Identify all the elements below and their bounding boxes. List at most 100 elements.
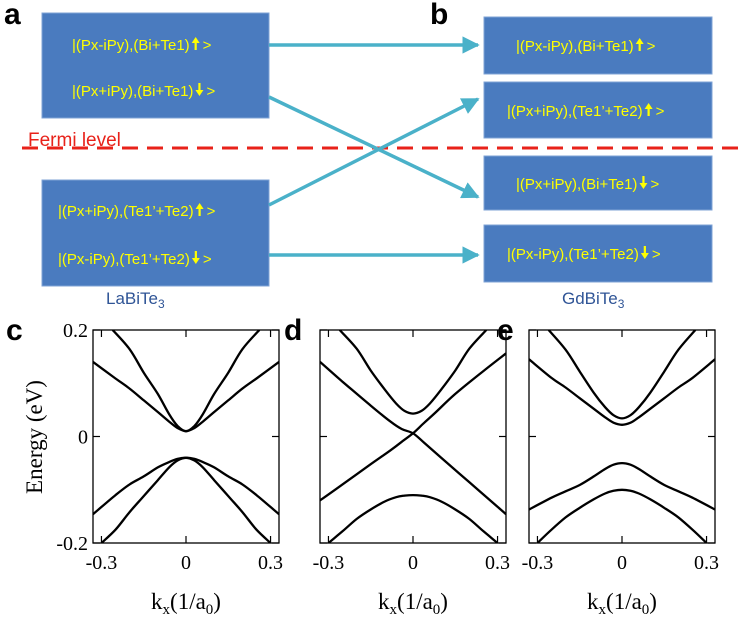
right-state-3: |(Px-iPy),(Te1’+Te2) > bbox=[507, 246, 661, 263]
series-group bbox=[320, 330, 506, 543]
y-tick-label: -0.2 bbox=[56, 533, 88, 555]
spin-up-icon bbox=[635, 38, 644, 51]
x-axis-label-sub: 0 bbox=[206, 602, 214, 618]
spin-down-icon bbox=[640, 246, 649, 259]
state-ket-close: > bbox=[207, 203, 216, 220]
left-state-3: |(Px-iPy),(Te1’+Te2) > bbox=[58, 251, 212, 268]
x-axis-label: kx(1/a0) bbox=[587, 589, 657, 618]
panel-label-b: b bbox=[430, 0, 448, 31]
band-line-2 bbox=[338, 330, 488, 415]
band-line-3 bbox=[327, 493, 499, 543]
band-line-1 bbox=[320, 352, 506, 502]
y-tick-label: 0.2 bbox=[63, 320, 88, 342]
x-axis-label: kx(1/a0) bbox=[151, 589, 221, 618]
x-axis-label-base: k bbox=[151, 589, 163, 614]
band-line-3 bbox=[100, 456, 272, 543]
spin-up-icon bbox=[644, 103, 653, 116]
plot-frame bbox=[319, 329, 507, 544]
x-tick-label: 0 bbox=[181, 552, 191, 574]
x-tick-label: -0.3 bbox=[522, 552, 554, 574]
state-text: |(Px+iPy),(Bi+Te1) bbox=[516, 176, 637, 193]
band-line-0 bbox=[320, 361, 506, 516]
band-line-1 bbox=[547, 330, 697, 420]
x-axis-label-sub: x bbox=[390, 602, 398, 618]
caption-subscript: 3 bbox=[158, 297, 165, 311]
x-axis-label-sub: x bbox=[163, 602, 171, 618]
right-state-0: |(Px-iPy),(Bi+Te1) > bbox=[516, 38, 656, 55]
left-state-1: |(Px+iPy),(Bi+Te1) > bbox=[72, 83, 215, 100]
gbte-box-1 bbox=[483, 16, 713, 75]
y-axis-label: Energy (eV) bbox=[22, 380, 47, 494]
spin-up-icon bbox=[191, 37, 200, 50]
plot-frame bbox=[528, 329, 716, 544]
lbte-upper-box bbox=[41, 12, 270, 119]
state-text: |(Px-iPy),(Bi+Te1) bbox=[72, 37, 190, 54]
right-material-caption: GdBiTe3 bbox=[562, 289, 625, 311]
left-state-2: |(Px+iPy),(Te1’+Te2) > bbox=[58, 203, 216, 220]
spin-down-icon bbox=[639, 176, 648, 189]
band-line-2 bbox=[529, 461, 715, 511]
band-line-3 bbox=[536, 488, 708, 543]
fermi-level-label: Fermi level bbox=[28, 130, 121, 151]
state-text: |(Px+iPy),(Te1’+Te2) bbox=[507, 103, 643, 120]
state-text: |(Px-iPy),(Te1’+Te2) bbox=[507, 246, 639, 263]
left-material-caption: LaBiTe3 bbox=[106, 289, 165, 311]
x-axis-label-end: ) bbox=[440, 589, 448, 614]
band-line-2 bbox=[93, 456, 279, 516]
x-axis-label: kx(1/a0) bbox=[378, 589, 448, 618]
arrow-left1-right2 bbox=[268, 95, 480, 199]
x-axis-label-unit: (1/a bbox=[170, 589, 206, 614]
state-text: |(Px-iPy),(Bi+Te1) bbox=[516, 38, 634, 55]
state-ket-close: > bbox=[650, 176, 659, 193]
x-tick-label: 0 bbox=[408, 552, 418, 574]
panel-label-c: c bbox=[6, 314, 23, 347]
x-axis-label-end: ) bbox=[649, 589, 657, 614]
x-tick-label: 0 bbox=[617, 552, 627, 574]
caption-subscript: 3 bbox=[618, 297, 625, 311]
y-tick-label: 0 bbox=[78, 427, 88, 449]
state-ket-close: > bbox=[203, 37, 212, 54]
spin-up-icon bbox=[195, 203, 204, 216]
state-text: |(Px+iPy),(Bi+Te1) bbox=[72, 83, 193, 100]
arrow-left2-right1 bbox=[268, 97, 480, 207]
right-state-2: |(Px+iPy),(Bi+Te1) > bbox=[516, 176, 659, 193]
caption-base: LaBiTe bbox=[106, 289, 158, 308]
x-axis-label-sub: 0 bbox=[433, 602, 441, 618]
state-ket-close: > bbox=[203, 251, 212, 268]
gbte-box-4 bbox=[483, 224, 713, 283]
x-tick-label: -0.3 bbox=[86, 552, 118, 574]
left-state-0: |(Px-iPy),(Bi+Te1) > bbox=[72, 37, 212, 54]
band-line-0 bbox=[529, 358, 715, 426]
x-axis-label-base: k bbox=[587, 589, 599, 614]
spin-down-icon bbox=[191, 251, 200, 264]
lbte-lower-box bbox=[41, 179, 270, 287]
spin-down-icon bbox=[195, 83, 204, 96]
band-line-1 bbox=[111, 330, 261, 433]
band-line-0 bbox=[93, 360, 279, 433]
x-axis-label-base: k bbox=[378, 589, 390, 614]
x-axis-label-sub: x bbox=[599, 602, 607, 618]
x-axis-label-end: ) bbox=[213, 589, 221, 614]
right-state-1: |(Px+iPy),(Te1’+Te2) > bbox=[507, 103, 665, 120]
panel-label-a: a bbox=[4, 0, 21, 31]
x-axis-label-sub: 0 bbox=[642, 602, 650, 618]
plot-frame bbox=[92, 329, 280, 544]
panel-label-d: d bbox=[284, 314, 302, 347]
x-tick-label: 0.3 bbox=[694, 552, 719, 574]
state-ket-close: > bbox=[656, 103, 665, 120]
x-tick-label: 0.3 bbox=[485, 552, 510, 574]
x-tick-label: -0.3 bbox=[313, 552, 345, 574]
caption-base: GdBiTe bbox=[562, 289, 618, 308]
gbte-box-3 bbox=[483, 155, 713, 211]
series-group bbox=[529, 330, 715, 543]
x-axis-label-unit: (1/a bbox=[397, 589, 433, 614]
state-ket-close: > bbox=[647, 38, 656, 55]
series-group bbox=[93, 330, 279, 543]
state-ket-close: > bbox=[652, 246, 661, 263]
x-axis-label-unit: (1/a bbox=[606, 589, 642, 614]
x-tick-label: 0.3 bbox=[258, 552, 283, 574]
